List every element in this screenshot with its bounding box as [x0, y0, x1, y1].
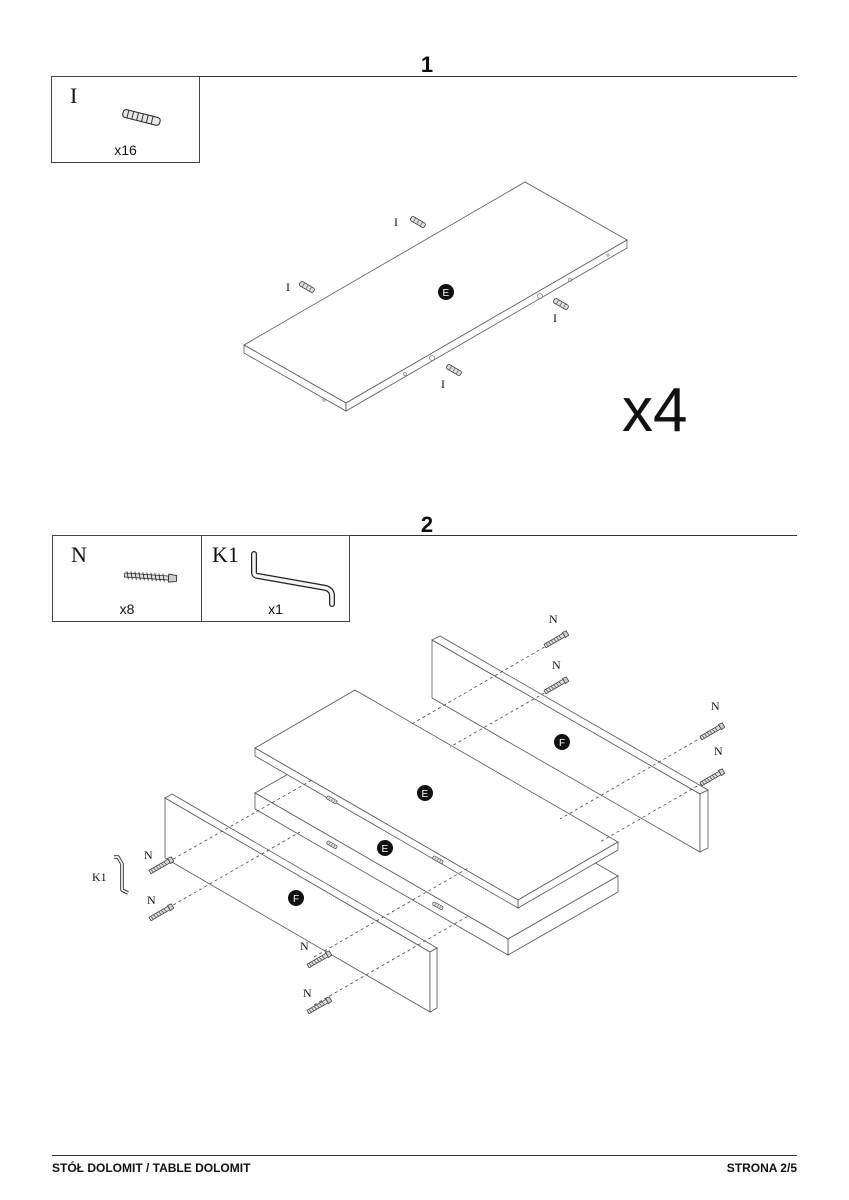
badge-e-upper: [417, 785, 433, 801]
step-1-number: 1: [420, 52, 434, 77]
part-letter-i: I: [70, 83, 78, 108]
dowel-2: [298, 280, 316, 294]
dowel-3: [552, 297, 570, 311]
part-box-i: I x16: [51, 76, 200, 163]
part-box-n: N x8: [52, 535, 202, 622]
badge-e-lower: [377, 840, 393, 856]
screw-n-7: [306, 950, 333, 969]
callout-n-5: N: [144, 848, 153, 862]
part-letter-n: N: [71, 542, 87, 567]
badge-e-step1-label: E: [443, 288, 450, 299]
footer-rule: [52, 1155, 797, 1156]
allen-key-icon: [251, 551, 335, 607]
badge-e-lower-label: E: [382, 844, 389, 855]
dowel-1: [409, 215, 427, 229]
part-letter-k1: K1: [212, 542, 239, 567]
multiplier-x4: x4: [622, 376, 688, 445]
screw-n-1: [543, 630, 570, 649]
part-qty-i: x16: [114, 142, 137, 158]
callout-n-3: N: [711, 699, 720, 713]
badge-f-back-label: F: [559, 738, 565, 749]
step-2-number: 2: [420, 512, 434, 537]
panel-e-upper: [254, 689, 619, 909]
dowel-icon: [122, 109, 161, 126]
callout-n-2: N: [552, 658, 561, 672]
badge-e-step1: [438, 284, 454, 300]
callout-i-4: I: [441, 377, 445, 391]
footer-page-number: STRONA 2/5: [726, 1161, 797, 1175]
screw-n-4: [699, 768, 726, 787]
callout-n-6: N: [147, 893, 156, 907]
step-1-rule: [200, 76, 797, 77]
callout-n-1: N: [549, 612, 558, 626]
screw-n-3: [699, 722, 726, 741]
part-qty-k1: x1: [268, 601, 283, 617]
callout-i-2: I: [286, 280, 290, 294]
badge-e-upper-label: E: [422, 789, 429, 800]
part-box-k1: K1 x1: [201, 535, 350, 622]
callout-n-8: N: [303, 986, 312, 1000]
callout-n-7: N: [300, 939, 309, 953]
part-qty-n: x8: [119, 601, 135, 617]
panel-e-step1: [243, 181, 628, 412]
dowel-4: [445, 363, 463, 377]
badge-f-front: [288, 890, 304, 906]
callout-i-3: I: [553, 311, 557, 325]
badge-f-front-label: F: [293, 894, 299, 905]
screw-n-2: [543, 676, 570, 695]
callout-k1: K1: [92, 870, 107, 884]
guide-lines: [167, 637, 719, 1006]
step-2-rule: [350, 535, 797, 536]
callout-n-4: N: [714, 744, 723, 758]
badge-f-back: [554, 734, 570, 750]
callout-i-1: I: [394, 215, 398, 229]
panel-edge-holes: [322, 253, 610, 402]
screw-icon: [124, 571, 178, 583]
footer-title: STÓŁ DOLOMIT / TABLE DOLOMIT: [52, 1161, 251, 1175]
